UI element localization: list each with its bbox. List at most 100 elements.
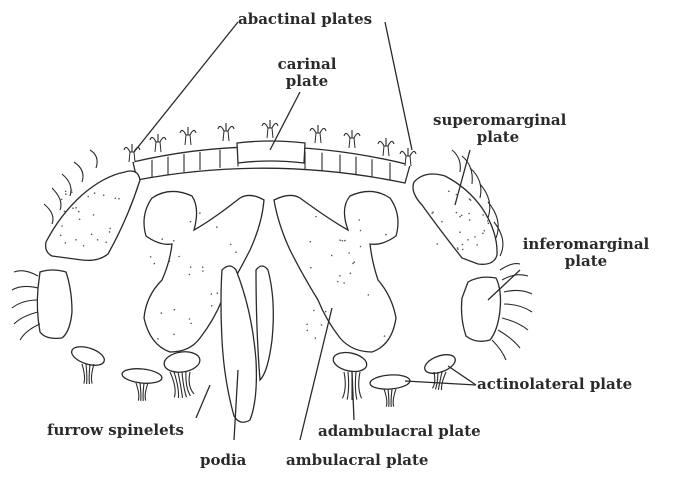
spinelet (89, 364, 90, 384)
stipple-dot (71, 191, 73, 193)
stipple-dot (169, 260, 171, 262)
podia (221, 266, 273, 422)
stipple-dot (360, 230, 362, 232)
stipple-dot (202, 267, 204, 269)
spinelet (140, 383, 141, 401)
label-supero-line2: plate (433, 129, 563, 146)
stipple-dot (235, 251, 237, 253)
label-carinal-plate: carinal plate (272, 56, 342, 90)
carinal-plate (237, 141, 305, 163)
label-inferomarginal-plate: inferomarginal plate (518, 236, 654, 270)
actinolateral-plate (370, 351, 458, 390)
stipple-dot (325, 311, 327, 313)
stipple-dot (150, 256, 152, 258)
stipple-dot (190, 221, 192, 223)
stipple-dot (115, 197, 117, 199)
abactinal-spine (150, 134, 166, 152)
stipple-dot (331, 255, 333, 257)
stipple-dot (344, 240, 346, 242)
spinelet (384, 389, 387, 407)
stipple-dot (71, 189, 73, 191)
spinelet (86, 364, 87, 384)
label-supero-line1: superomarginal (433, 112, 563, 129)
spinelet (91, 364, 94, 384)
spinelet (347, 372, 348, 400)
stipple-dot (342, 240, 344, 242)
stipple-dot (211, 293, 213, 295)
stipple-dot (216, 226, 218, 228)
stipple-dot (154, 263, 156, 265)
stipple-dot (211, 305, 213, 307)
stipple-dot (310, 267, 312, 269)
spinelet (342, 372, 345, 398)
label-actinolateral-plate: actinolateral plate (477, 376, 632, 393)
spinelet (441, 372, 446, 390)
abactinal-spine (344, 130, 360, 148)
stipple-dot (202, 270, 204, 272)
spinelet (355, 372, 356, 400)
stipple-dot (83, 245, 85, 247)
abactinal-spine (262, 120, 278, 138)
spinelet (145, 383, 148, 401)
stipple-dot (462, 244, 464, 246)
stipple-dot (456, 194, 458, 196)
stipple-dot (217, 292, 219, 294)
label-carinal-line2: plate (272, 73, 342, 90)
stipple-dot (385, 234, 387, 236)
stipple-dot (93, 214, 95, 216)
stipple-dot (109, 228, 111, 230)
stipple-dot (173, 240, 175, 242)
abactinal-spine (180, 127, 196, 145)
stipple-dot (65, 242, 67, 244)
stipple-dot (190, 266, 192, 268)
stipple-dot (462, 249, 464, 251)
label-furrow-spinelets: furrow spinelets (47, 422, 184, 439)
label-abactinal-plates: abactinal plates (238, 11, 372, 28)
stipple-dot (97, 239, 99, 241)
stipple-dot (161, 238, 163, 240)
spinelet (170, 372, 175, 397)
stipple-dot (368, 294, 370, 296)
left-inferomarginal-plate (12, 270, 72, 340)
spinelet (391, 389, 392, 407)
stipple-dot (174, 309, 176, 311)
stipple-dot (457, 249, 459, 251)
stipple-dot (161, 312, 163, 314)
adambulacral-plate (332, 350, 369, 375)
stipple-dot (94, 192, 96, 194)
stipple-dot (470, 199, 472, 201)
stipple-dot (306, 324, 308, 326)
stipple-dot (488, 223, 490, 225)
spinelet (136, 383, 139, 401)
spinelet (388, 389, 389, 407)
label-ambulacral-plate: ambulacral plate (286, 452, 428, 469)
stipple-dot (105, 241, 107, 243)
stipple-dot (431, 213, 433, 215)
stipple-dot (315, 337, 317, 339)
superomarginal-plate (413, 150, 503, 264)
spinelet (435, 372, 438, 389)
stipple-dot (337, 281, 339, 283)
stipple-dot (384, 335, 386, 337)
stipple-dot (360, 246, 362, 248)
stipple-dot (230, 244, 232, 246)
stipple-dot (354, 261, 356, 263)
stipple-dot (190, 323, 192, 325)
stipple-dot (118, 198, 120, 200)
stipple-dot (436, 243, 438, 245)
stipple-dot (459, 231, 461, 233)
label-superomarginal-plate: superomarginal plate (433, 112, 563, 146)
ambulacral-plate (274, 191, 398, 352)
abactinal-spine (378, 138, 394, 156)
stipple-dot (321, 324, 323, 326)
stipple-dot (441, 221, 443, 223)
stipple-dot (65, 193, 67, 195)
stipple-dot (468, 213, 470, 215)
stipple-dot (350, 273, 352, 275)
stipple-dot (178, 256, 180, 258)
stipple-dot (87, 196, 89, 198)
spinelet (359, 372, 362, 398)
stipple-dot (78, 211, 80, 213)
stipple-dot (65, 191, 67, 193)
spinelet (143, 383, 144, 401)
